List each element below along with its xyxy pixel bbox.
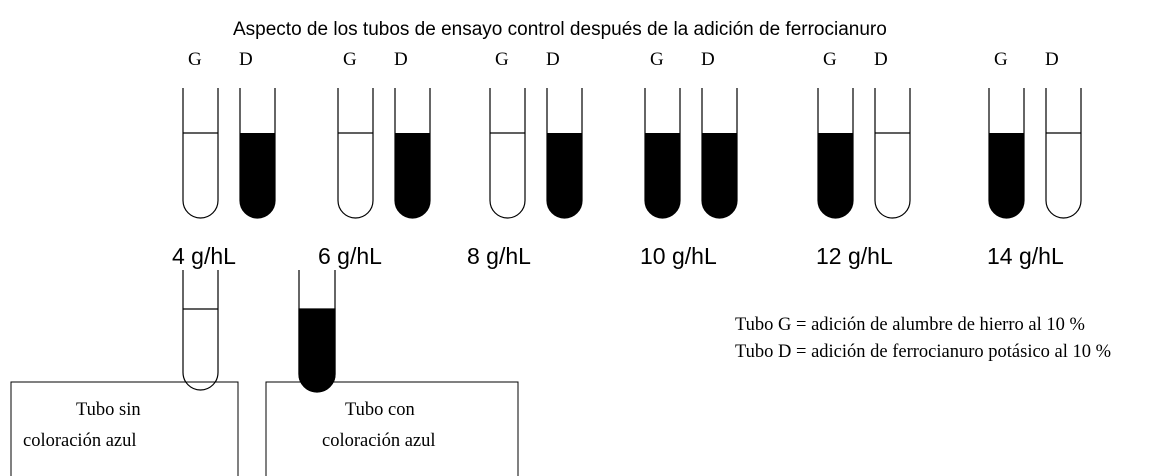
tube-g xyxy=(817,88,854,219)
tube-g xyxy=(988,88,1025,219)
dose-label: 4 g/hL xyxy=(172,243,236,269)
legend-line-g: Tubo G = adición de alumbre de hierro al… xyxy=(735,315,1085,335)
tube-pairs: G D 4 g/hL G D 6 g/hL G D 8 g/hL G D 10 g/hL G D 12 g/… xyxy=(172,49,1082,269)
tube-pair: G D 6 g/hL xyxy=(318,49,431,269)
dose-label: 14 g/hL xyxy=(987,243,1064,269)
example-with-line2: coloración azul xyxy=(322,431,436,451)
tube-g xyxy=(182,88,219,219)
tube-d xyxy=(546,88,583,219)
tube-d-liquid xyxy=(395,133,430,218)
dose-label: 10 g/hL xyxy=(640,243,717,269)
tube-d xyxy=(701,88,738,219)
tube-g xyxy=(644,88,681,219)
example-tube-filled-outline xyxy=(298,270,336,393)
tube-d xyxy=(874,88,911,219)
tube-g xyxy=(489,88,526,219)
tube-d-liquid xyxy=(547,133,582,218)
tube-d xyxy=(1045,88,1082,219)
tube-letter-d: D xyxy=(239,49,253,70)
tube-d-liquid xyxy=(702,133,737,218)
example-with-line1: Tubo con xyxy=(345,400,415,420)
tube-letter-g: G xyxy=(343,49,357,70)
example-tube-filled xyxy=(298,308,336,393)
tube-letter-d: D xyxy=(1045,49,1059,70)
dose-label: 12 g/hL xyxy=(816,243,893,269)
tube-letter-d: D xyxy=(701,49,715,70)
tube-d xyxy=(394,88,431,219)
tube-pair: G D 12 g/hL xyxy=(816,49,911,269)
example-tube-empty xyxy=(182,270,219,391)
tube-g-liquid xyxy=(645,133,680,218)
tube-letter-d: D xyxy=(394,49,408,70)
tube-letter-d: D xyxy=(874,49,888,70)
example-without-line1: Tubo sin xyxy=(76,400,141,420)
example-without-color: Tubo sin coloración azul xyxy=(10,270,239,476)
tube-d-liquid xyxy=(240,133,275,218)
tube-letter-d: D xyxy=(546,49,560,70)
tube-letter-g: G xyxy=(188,49,202,70)
tube-g-liquid xyxy=(989,133,1024,218)
example-with-box xyxy=(265,381,519,476)
tube-pair: G D 8 g/hL xyxy=(467,49,583,269)
tube-letter-g: G xyxy=(823,49,837,70)
dose-label: 8 g/hL xyxy=(467,243,531,269)
tube-letter-g: G xyxy=(495,49,509,70)
tube-letter-g: G xyxy=(650,49,664,70)
tube-g xyxy=(337,88,374,219)
tube-letter-g: G xyxy=(994,49,1008,70)
dose-label: 6 g/hL xyxy=(318,243,382,269)
legend-line-d: Tubo D = adición de ferrocianuro potásic… xyxy=(735,342,1111,362)
tube-pair: G D 10 g/hL xyxy=(640,49,738,269)
diagram-title: Aspecto de los tubos de ensayo control d… xyxy=(233,19,887,40)
tube-g-liquid xyxy=(818,133,853,218)
example-with-color: Tubo con coloración azul xyxy=(265,270,519,476)
tube-pair: G D 4 g/hL xyxy=(172,49,276,269)
tube-d xyxy=(239,88,276,219)
example-without-box xyxy=(10,381,239,476)
example-without-line2: coloración azul xyxy=(23,431,137,451)
tube-pair: G D 14 g/hL xyxy=(987,49,1082,269)
